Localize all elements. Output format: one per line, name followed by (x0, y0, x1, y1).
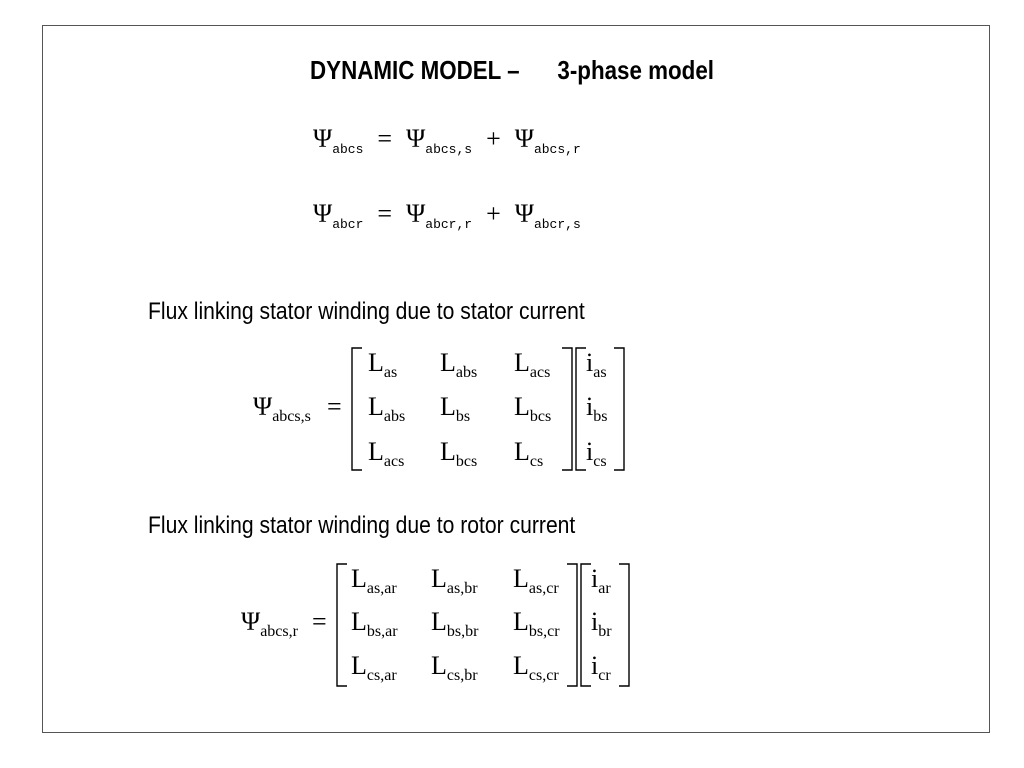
matrix-entry: Lbs (440, 392, 471, 425)
matrix-entry: Las,br (431, 564, 478, 597)
eq2-term1-sub: abcr,r (425, 217, 473, 232)
eq1-equals: = (377, 124, 393, 153)
matrix-entry: Lbcs (514, 392, 552, 425)
equation-abcr: Ψabcr = Ψabcr,r + Ψabcr,s (313, 199, 581, 232)
matrix-entry: Lacs (514, 348, 551, 381)
vector-entry: ias (586, 348, 607, 381)
matrix2-lhs: Ψabcs,r (241, 607, 298, 640)
slide-frame (42, 25, 990, 733)
psi-symbol: Ψ (313, 199, 333, 228)
eq2-term2-sub: abcr,s (533, 217, 581, 232)
vector-entry: iar (591, 564, 611, 597)
title-right: 3-phase model (557, 55, 714, 85)
psi-symbol: Ψ (406, 199, 426, 228)
eq1-lhs-sub: abcs (332, 142, 364, 157)
matrix-entry: Labs (368, 392, 406, 425)
title-left: DYNAMIC MODEL – (310, 55, 520, 85)
eq1-plus: + (486, 124, 501, 153)
matrix-entry: Las,cr (513, 564, 559, 597)
matrix-entry: Lbs,br (431, 607, 479, 640)
matrix-entry: Lbs,cr (513, 607, 560, 640)
psi-symbol: Ψ (514, 124, 534, 153)
matrix-entry: Lbs,ar (351, 607, 398, 640)
matrix2-equals: = (312, 607, 327, 636)
vector-entry: ibs (586, 392, 608, 425)
vector-entry: ibr (591, 607, 612, 640)
matrix-entry: Lcs (514, 437, 544, 470)
matrix-entry: Lbcs (440, 437, 478, 470)
psi-symbol: Ψ (313, 124, 333, 153)
matrix1-lhs: Ψabcs,s (253, 392, 311, 425)
psi-symbol: Ψ (406, 124, 426, 153)
matrix-entry: Las (368, 348, 398, 381)
slide-title: DYNAMIC MODEL – 3-phase model (72, 55, 953, 86)
caption-rotor-current: Flux linking stator winding due to rotor… (148, 512, 576, 539)
matrix-entry: Lacs (368, 437, 405, 470)
psi-symbol: Ψ (514, 199, 534, 228)
eq1-term1-sub: abcs,s (425, 142, 473, 157)
matrix-entry: Labs (440, 348, 478, 381)
equation-abcs: Ψabcs = Ψabcs,s + Ψabcs,r (313, 124, 581, 157)
eq2-equals: = (377, 199, 393, 228)
matrix1-brackets (351, 347, 625, 471)
vector-entry: icr (591, 651, 611, 684)
matrix-entry: Lcs,ar (351, 651, 397, 684)
caption-stator-current: Flux linking stator winding due to stato… (148, 298, 585, 325)
eq2-lhs-sub: abcr (332, 217, 364, 232)
eq1-term2-sub: abcs,r (533, 142, 581, 157)
matrix2-brackets (336, 563, 630, 687)
matrix-entry: Lcs,br (431, 651, 478, 684)
matrix-entry: Lcs,cr (513, 651, 559, 684)
eq2-plus: + (486, 199, 501, 228)
matrix1-equals: = (327, 392, 342, 421)
matrix-entry: Las,ar (351, 564, 397, 597)
vector-entry: ics (586, 437, 607, 470)
